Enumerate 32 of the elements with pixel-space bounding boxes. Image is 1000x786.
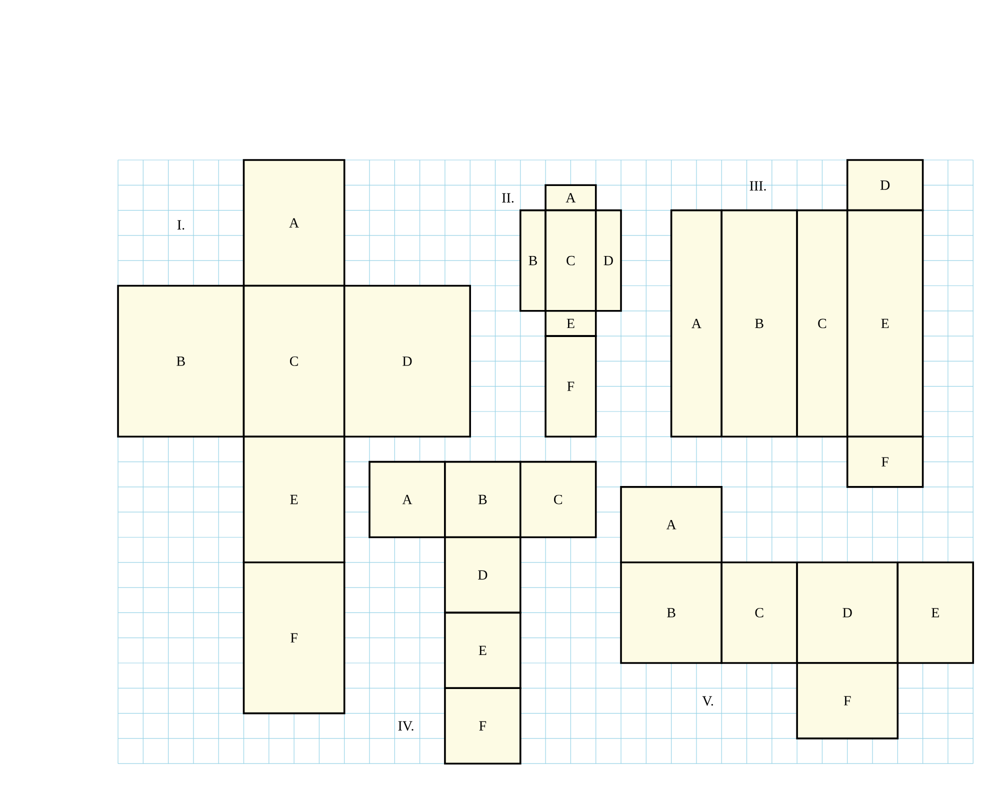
net-face: E bbox=[242, 436, 346, 564]
net-face: D bbox=[343, 284, 471, 438]
net-label: II. bbox=[502, 193, 514, 203]
net-face: D bbox=[796, 562, 899, 664]
net-label: I. bbox=[177, 220, 184, 230]
net-face: C bbox=[796, 209, 848, 438]
net-label: IV. bbox=[398, 721, 414, 731]
net-face: B bbox=[620, 562, 722, 664]
net-face: C bbox=[520, 460, 597, 538]
net-label: V. bbox=[702, 696, 713, 706]
net-face: B bbox=[444, 460, 522, 538]
net-face: F bbox=[846, 436, 924, 488]
net-face: B bbox=[117, 284, 245, 438]
net-face: C bbox=[720, 562, 798, 664]
net-face: D bbox=[444, 536, 522, 614]
net-face: A bbox=[670, 209, 722, 438]
net-face: A bbox=[620, 486, 722, 564]
net-face: D bbox=[846, 159, 924, 212]
net-face: B bbox=[720, 209, 798, 438]
net-face: A bbox=[368, 460, 446, 538]
net-face: E bbox=[544, 310, 597, 337]
net-face: A bbox=[544, 184, 597, 212]
net-label: III. bbox=[750, 181, 766, 191]
net-face: C bbox=[242, 284, 346, 438]
net-face: A bbox=[242, 159, 346, 287]
net-face: D bbox=[594, 209, 622, 312]
net-face: E bbox=[444, 612, 522, 690]
net-face: F bbox=[796, 662, 899, 740]
net-face: F bbox=[242, 562, 346, 714]
net-face: B bbox=[520, 209, 546, 312]
net-face: F bbox=[444, 687, 522, 764]
net-face: E bbox=[896, 562, 974, 664]
